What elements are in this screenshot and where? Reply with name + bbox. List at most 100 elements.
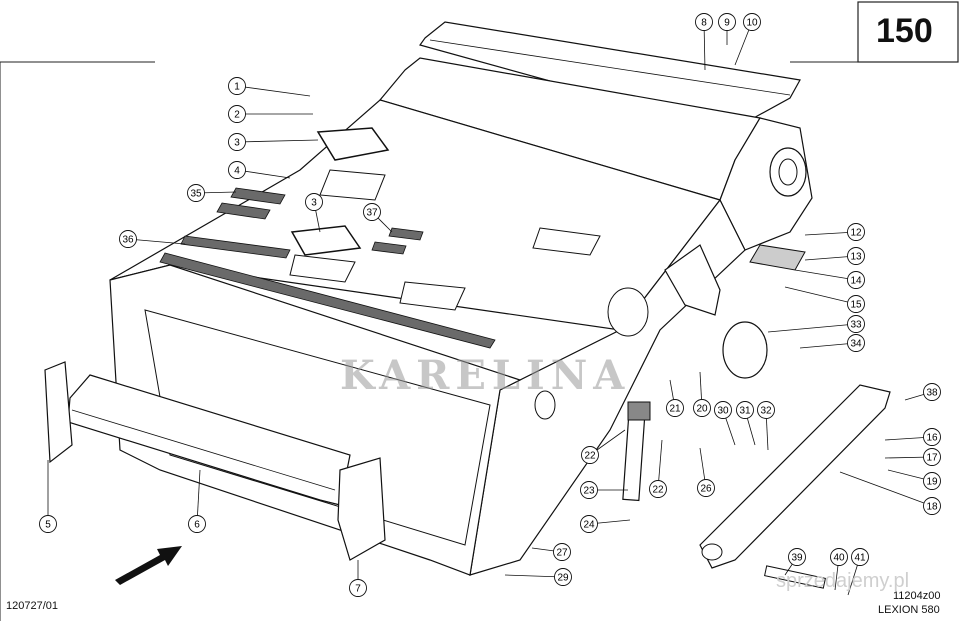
watermark-text: KARELINA — [340, 352, 631, 399]
callout-circle — [554, 568, 572, 586]
callout-label: 36 — [122, 235, 134, 246]
callout-label: 15 — [850, 300, 862, 311]
callout-label: 9 — [724, 18, 730, 29]
callout-leader — [504, 574, 564, 578]
side-wall-hole — [534, 390, 556, 420]
callout-circle — [847, 295, 865, 313]
support-arm — [699, 384, 891, 569]
wear-strip-36b — [159, 252, 496, 349]
callout-circle — [695, 13, 713, 31]
bracket-left — [44, 361, 73, 464]
callout-circle — [39, 515, 57, 533]
callout-label: 30 — [717, 406, 729, 417]
callout-circle — [305, 193, 323, 211]
wear-strip-35a — [230, 187, 286, 205]
callout-circle — [349, 579, 367, 597]
sheet-code: 11204z00 — [893, 590, 941, 602]
callout-label: 32 — [760, 406, 772, 417]
bracket-right — [337, 457, 386, 561]
callout-circle — [847, 334, 865, 352]
callout-label: 4 — [234, 166, 240, 177]
callout-circle — [851, 548, 869, 566]
callout-label: 16 — [926, 433, 938, 444]
callout-circle — [649, 480, 667, 498]
gasket-lower — [290, 225, 362, 256]
callout-circle — [923, 497, 941, 515]
callout-leader — [839, 471, 933, 507]
callout-label: 19 — [926, 477, 938, 488]
callout-circle — [743, 13, 761, 31]
callout-circle — [923, 472, 941, 490]
callout-circle — [666, 399, 684, 417]
callout-leader — [794, 269, 857, 281]
callout-leader — [127, 238, 186, 245]
callout-leader — [196, 469, 201, 525]
wear-strip-37b — [371, 241, 407, 255]
callout-label: 23 — [583, 486, 595, 497]
callout-label: 13 — [850, 252, 862, 263]
callout-circle — [580, 515, 598, 533]
callout-label: 33 — [850, 320, 862, 331]
wear-strip-36a — [180, 235, 291, 259]
callout-label: 7 — [355, 584, 361, 595]
callout-label: 24 — [583, 520, 595, 531]
top-plate-cover-d — [532, 227, 601, 256]
callout-label: 27 — [556, 548, 568, 559]
callout-circle — [697, 479, 715, 497]
callout-label: 34 — [850, 339, 862, 350]
callout-circle — [923, 383, 941, 401]
callout-label: 1 — [234, 82, 240, 93]
callout-label: 5 — [45, 520, 51, 531]
bracket-13 — [749, 244, 806, 271]
callout-circle — [693, 399, 711, 417]
callout-label: 35 — [190, 189, 202, 200]
top-plate-cover-c — [399, 281, 466, 311]
callout-label: 3 — [234, 138, 240, 149]
callout-label: 38 — [926, 388, 938, 399]
callout-circle — [581, 446, 599, 464]
side-wall-opening — [607, 287, 649, 337]
callout-label: 31 — [739, 406, 751, 417]
callout-circle — [923, 448, 941, 466]
callout-label: 40 — [833, 553, 845, 564]
callout-circle — [757, 401, 775, 419]
top-cover-edge — [429, 39, 791, 96]
callout-label: 6 — [194, 520, 200, 531]
callout-label: 20 — [696, 404, 708, 415]
callout-label: 22 — [584, 451, 596, 462]
callout-label: 41 — [854, 553, 866, 564]
callout-circle — [923, 428, 941, 446]
callout-label: 10 — [746, 18, 758, 29]
callout-leader — [236, 85, 311, 97]
direction-arrow-icon — [115, 546, 182, 585]
callout-circle — [580, 481, 598, 499]
callout-circle — [714, 401, 732, 419]
watermark-site: sprzedajemy.pl — [776, 570, 910, 592]
callout-label: 22 — [652, 485, 664, 496]
callout-circle — [830, 548, 848, 566]
page-number-box — [857, 1, 959, 63]
pin — [764, 565, 826, 589]
callout-circle — [553, 543, 571, 561]
wear-strip-37a — [388, 227, 424, 241]
callout-leader — [767, 323, 857, 333]
model-label: LEXION 580 — [878, 604, 940, 616]
housing-side-wall — [469, 198, 746, 576]
drawing-code: 120727/01 — [6, 600, 58, 612]
callout-leader — [784, 286, 857, 305]
callout-leader — [236, 139, 319, 143]
gasket-upper — [316, 127, 390, 161]
cylinder-head — [627, 401, 651, 421]
arm-eye — [701, 543, 723, 561]
callout-circle — [847, 247, 865, 265]
top-plate-cover-a — [319, 169, 386, 201]
callout-circle — [847, 315, 865, 333]
callout-circle — [228, 77, 246, 95]
callout-circle — [187, 184, 205, 202]
front-beam-edge — [71, 409, 336, 491]
callout-label: 17 — [926, 453, 938, 464]
callout-leader — [799, 342, 857, 349]
callout-label: 12 — [850, 228, 862, 239]
